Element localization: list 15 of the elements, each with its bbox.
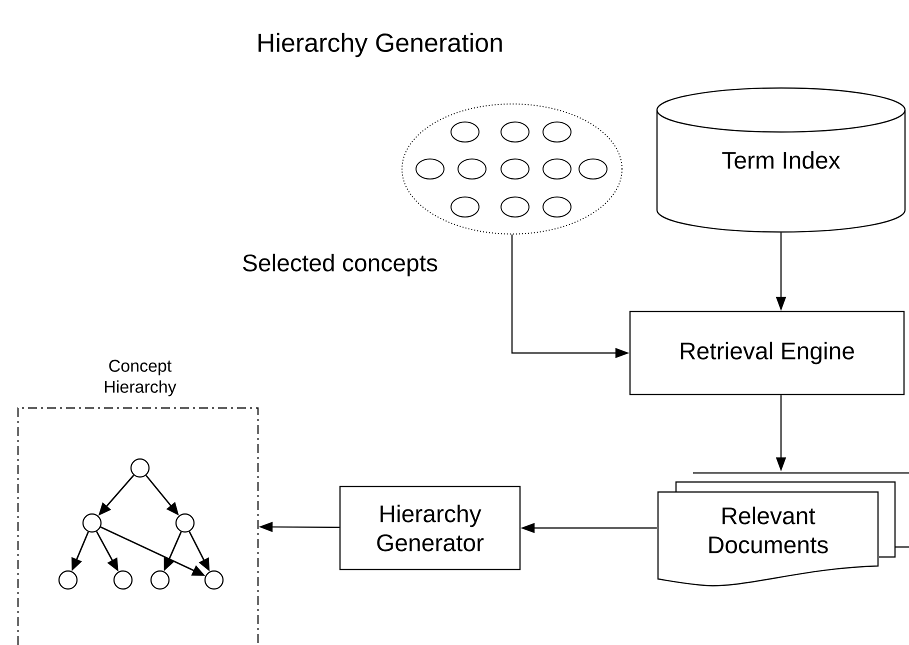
frame-heading: Concept Hierarchy	[105, 360, 176, 396]
document-stack: Relevant Documents	[657, 472, 909, 586]
process-box: Hierarchy Generator	[339, 486, 521, 570]
tree-circle	[204, 570, 224, 590]
process-box: Retrieval Engine	[629, 310, 905, 396]
tree-circle	[175, 513, 195, 533]
tree-circle	[82, 513, 102, 533]
database-cylinder: Term Index	[656, 87, 906, 233]
title: Hierarchy Generation	[258, 32, 502, 58]
cloud-label: Selected concepts	[243, 254, 438, 276]
tree-circle	[150, 570, 170, 590]
tree-circle	[58, 570, 78, 590]
node-label: Term Index	[722, 151, 840, 169]
tree-circle	[113, 570, 133, 590]
tree-circle	[130, 458, 150, 478]
